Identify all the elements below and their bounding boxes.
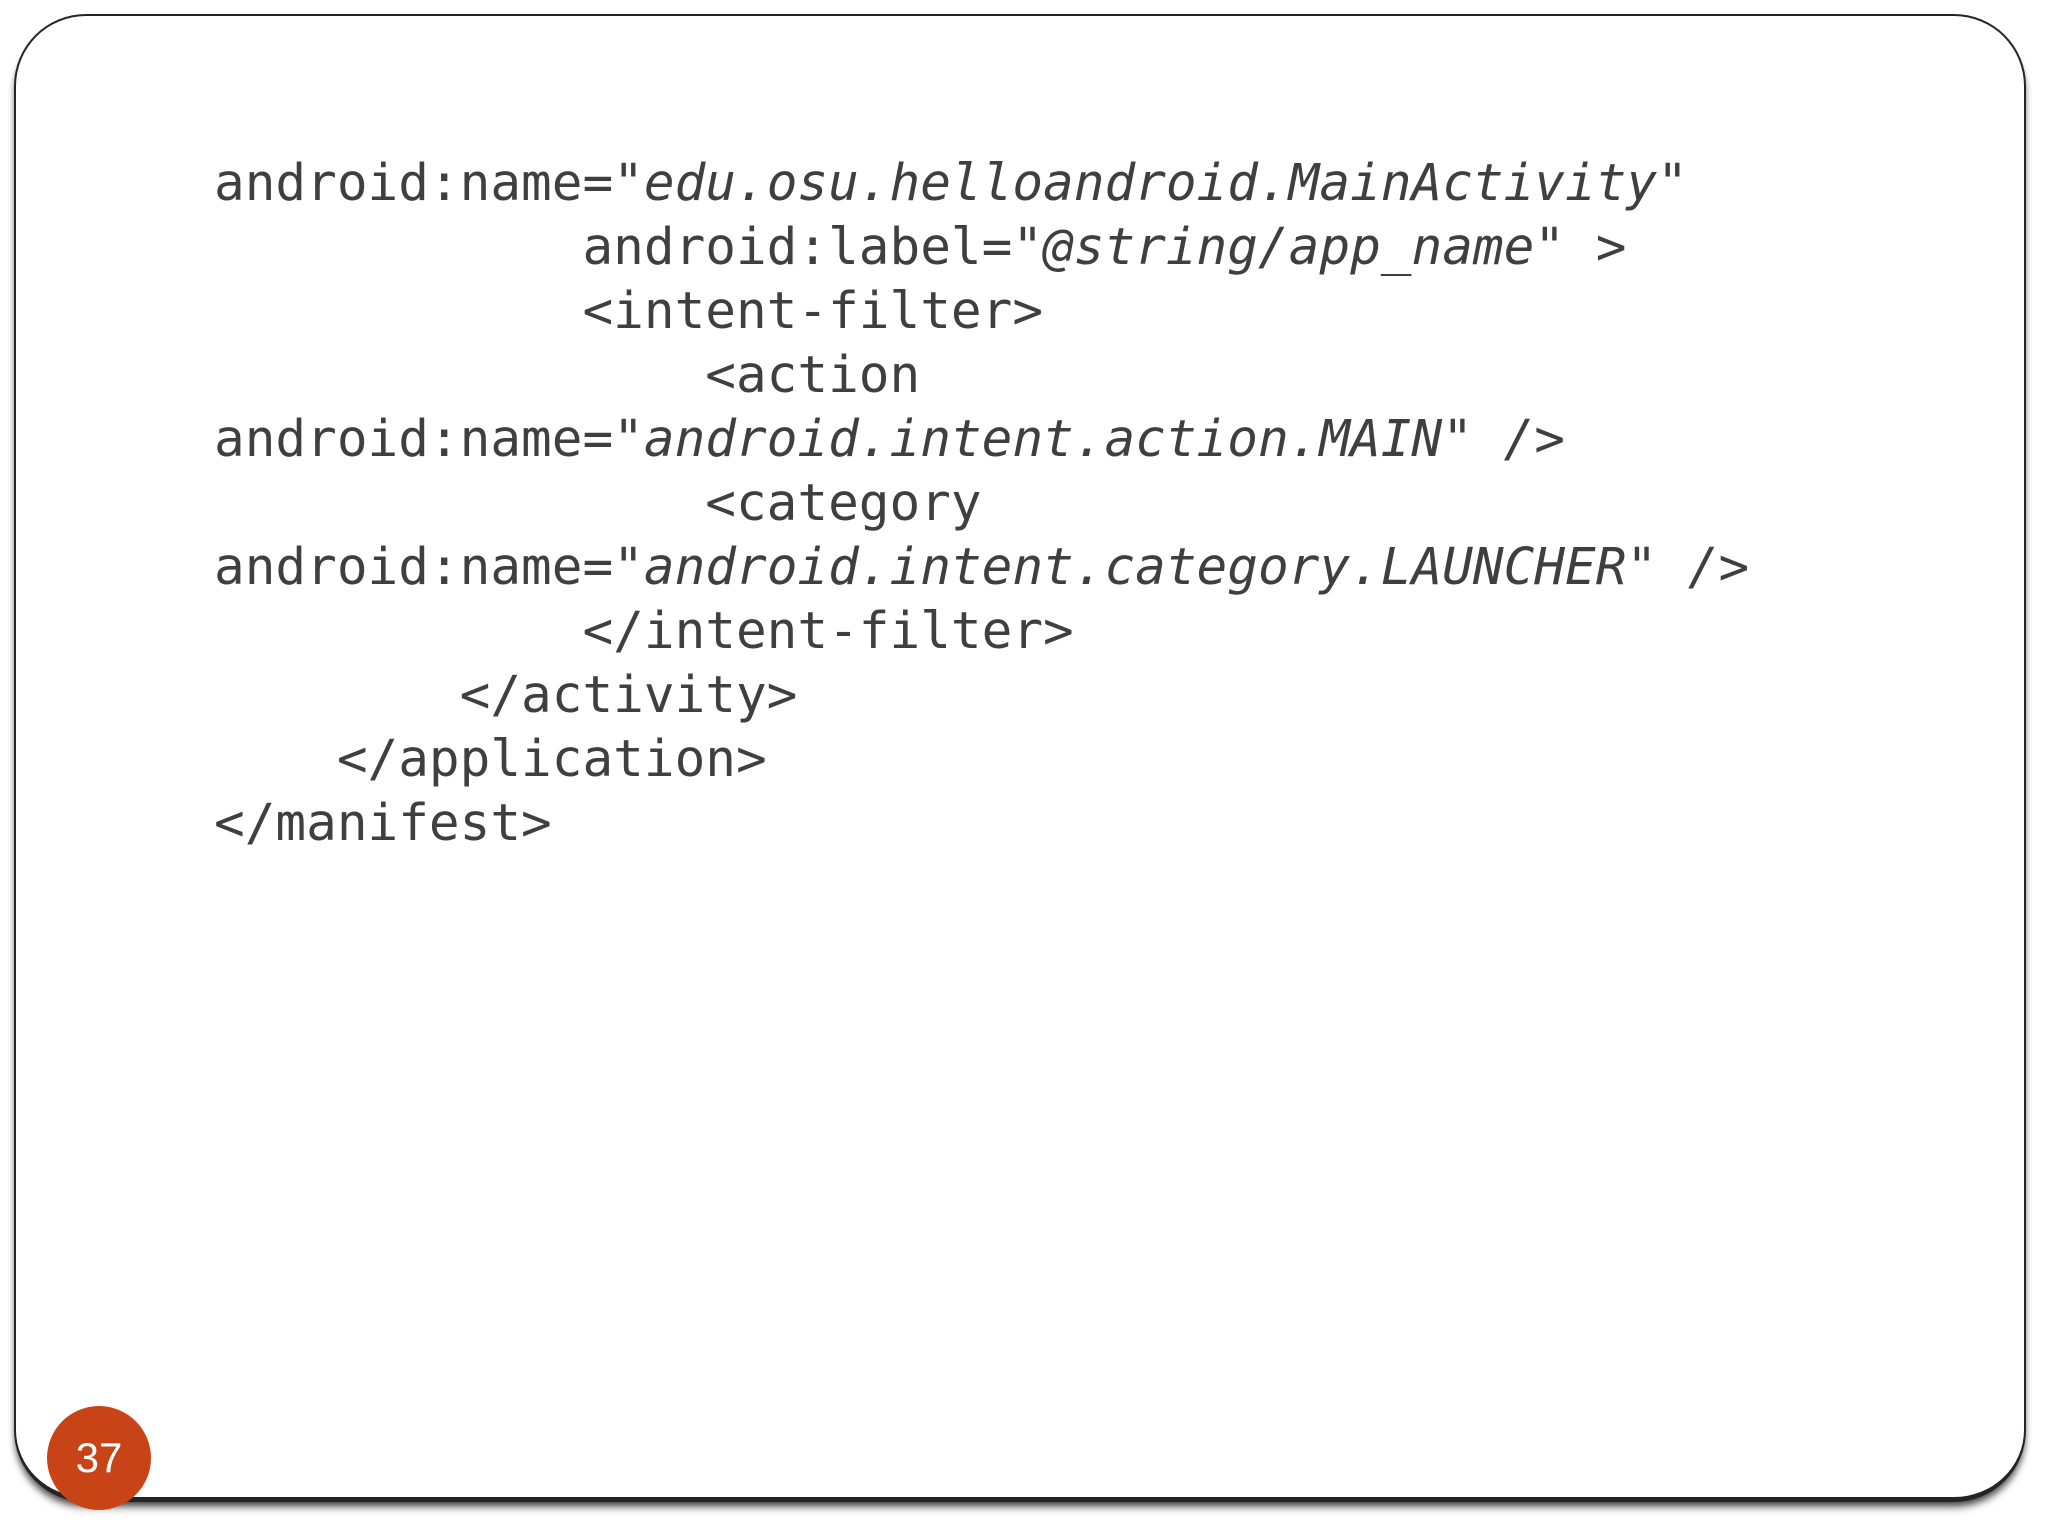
code-text: </application> (214, 730, 767, 789)
code-line: </manifest> (214, 792, 1749, 856)
code-line: android:name="android.intent.action.MAIN… (214, 408, 1749, 472)
code-line: </activity> (214, 664, 1749, 728)
page-number-badge: 37 (47, 1406, 151, 1510)
code-line: <action (214, 344, 1749, 408)
code-text: <intent-filter> (214, 282, 1044, 341)
code-attribute-value: "android.intent.action.MAIN" /> (613, 410, 1566, 469)
code-text: android:name= (214, 410, 614, 469)
code-block: android:name="edu.osu.helloandroid.MainA… (214, 152, 1749, 856)
slide-frame: android:name="edu.osu.helloandroid.MainA… (14, 14, 2026, 1510)
code-text: <action (214, 346, 921, 405)
code-attribute-value: "@string/app_name" > (1012, 218, 1627, 277)
code-line: android:name="android.intent.category.LA… (214, 536, 1749, 600)
code-line: <intent-filter> (214, 280, 1749, 344)
code-text: <category (214, 474, 982, 533)
code-line: </application> (214, 728, 1749, 792)
code-text: </intent-filter> (214, 602, 1074, 661)
code-line: <category (214, 472, 1749, 536)
code-attribute-value: "edu.osu.helloandroid.MainActivity" (613, 154, 1688, 213)
code-line: android:label="@string/app_name" > (214, 216, 1749, 280)
code-attribute-value: "android.intent.category.LAUNCHER" /> (613, 538, 1750, 597)
code-line: android:name="edu.osu.helloandroid.MainA… (214, 152, 1749, 216)
page-number-label: 37 (75, 1434, 123, 1481)
code-line: </intent-filter> (214, 600, 1749, 664)
code-text: android:name= (214, 538, 614, 597)
code-text: </manifest> (214, 794, 552, 853)
code-text: android:label= (214, 218, 1013, 277)
code-text: android:name= (214, 154, 614, 213)
code-text: </activity> (214, 666, 798, 725)
